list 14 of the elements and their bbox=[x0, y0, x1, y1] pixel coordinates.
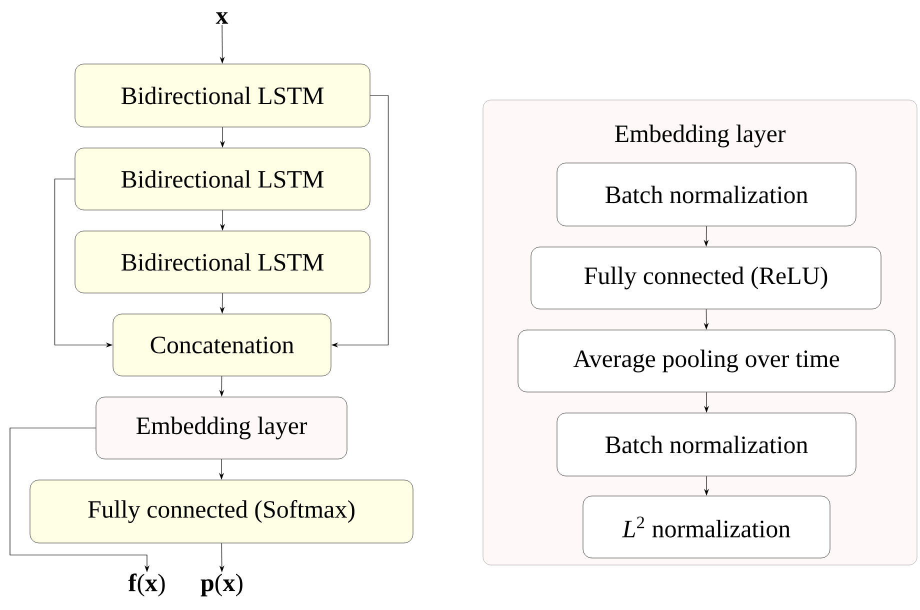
layer-box: Concatenation bbox=[112, 314, 332, 376]
layer-box: L$^{2}$ normalization bbox=[582, 496, 830, 558]
layer-box: Embedding layer bbox=[96, 396, 348, 460]
output-label: p(x) bbox=[200, 574, 242, 596]
layer-box: Batch normalization bbox=[556, 162, 856, 226]
layer-box: Fully connected (Softmax) bbox=[30, 480, 414, 544]
layer-box: Average pooling over time bbox=[518, 330, 896, 392]
layer-box: Batch normalization bbox=[556, 412, 856, 476]
output-label: f(x) bbox=[128, 574, 165, 596]
output-label: x bbox=[216, 12, 228, 24]
layer-box: Bidirectional LSTM bbox=[74, 148, 370, 210]
layer-box: Bidirectional LSTM bbox=[74, 230, 370, 294]
layer-box: Fully connected (ReLU) bbox=[530, 246, 882, 310]
layer-box: Bidirectional LSTM bbox=[74, 64, 370, 128]
